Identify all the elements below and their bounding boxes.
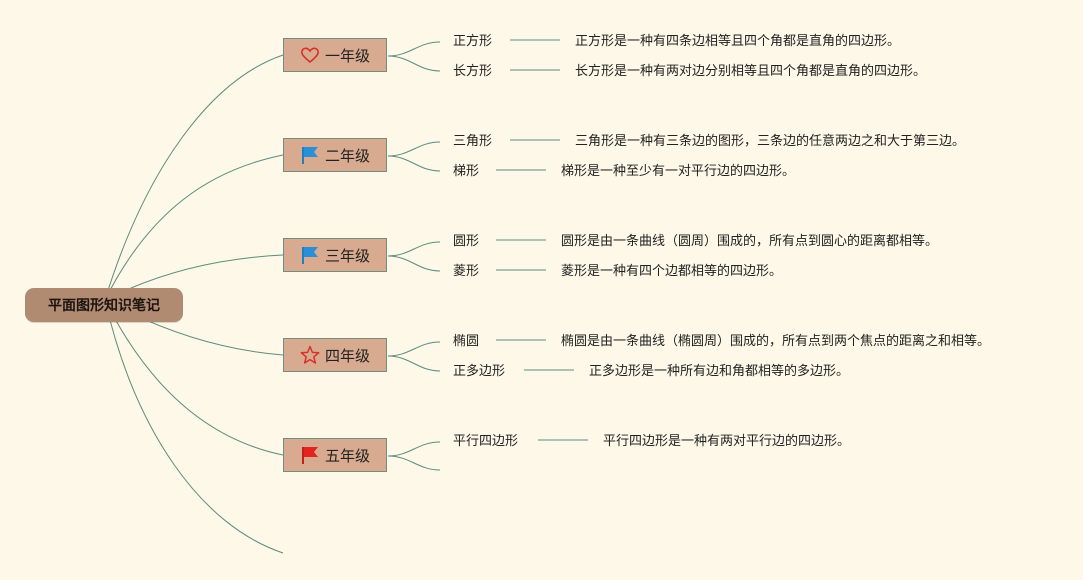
connector-root-grade-1 [104, 54, 284, 301]
topic-label[interactable]: 三角形 [453, 134, 493, 149]
red-flag-icon [300, 445, 320, 465]
topic-label[interactable]: 圆形 [453, 234, 480, 249]
grade-node-5[interactable]: 五年级 [283, 438, 387, 472]
blue-flag-icon [300, 145, 320, 165]
blue-flag-icon [300, 245, 320, 265]
connector-root-grade-2 [104, 154, 284, 301]
topic-label[interactable]: 正多边形 [453, 364, 506, 379]
topic-label[interactable]: 平行四边形 [453, 434, 519, 449]
topic-description: 长方形是一种有两对边分别相等且四个角都是直角的四边形。 [575, 64, 927, 79]
grade-node-3[interactable]: 三年级 [283, 238, 387, 272]
star-icon [300, 345, 320, 365]
grade-label: 一年级 [324, 46, 370, 65]
topic-description: 菱形是一种有四个边都相等的四边形。 [561, 264, 783, 279]
topic-description: 正方形是一种有四条边相等且四个角都是直角的四边形。 [575, 34, 901, 49]
grade-label: 四年级 [324, 346, 370, 365]
topic-label[interactable]: 椭圆 [453, 334, 480, 349]
topic-description: 平行四边形是一种有两对平行边的四边形。 [603, 434, 851, 449]
root-title: 平面图形知识笔记 [48, 298, 160, 314]
topic-label[interactable]: 菱形 [453, 264, 480, 279]
connector-root-grade-5 [104, 299, 284, 456]
grade-node-2[interactable]: 二年级 [283, 138, 387, 172]
grade-label: 五年级 [324, 446, 370, 465]
topic-label[interactable]: 正方形 [453, 34, 493, 49]
heart-icon [300, 45, 320, 65]
topic-description: 三角形是一种有三条边的图形，三条边的任意两边之和大于第三边。 [575, 134, 966, 149]
topic-description: 椭圆是由一条曲线（椭圆周）围成的，所有点到两个焦点的距离之和相等。 [561, 334, 991, 349]
root-node[interactable]: 平面图形知识笔记 [25, 288, 183, 322]
topic-description: 正多边形是一种所有边和角都相等的多边形。 [589, 364, 850, 379]
topic-label[interactable]: 梯形 [453, 164, 480, 179]
grade-node-4[interactable]: 四年级 [283, 338, 387, 372]
topic-description: 梯形是一种至少有一对平行边的四边形。 [561, 164, 796, 179]
topic-description: 圆形是由一条曲线（圆周）围成的，所有点到圆心的距离都相等。 [561, 234, 939, 249]
connector-root-extra [104, 299, 284, 554]
grade-label: 三年级 [324, 246, 370, 265]
grade-label: 二年级 [324, 146, 370, 165]
topic-label[interactable]: 长方形 [453, 64, 493, 79]
grade-node-1[interactable]: 一年级 [283, 38, 387, 72]
